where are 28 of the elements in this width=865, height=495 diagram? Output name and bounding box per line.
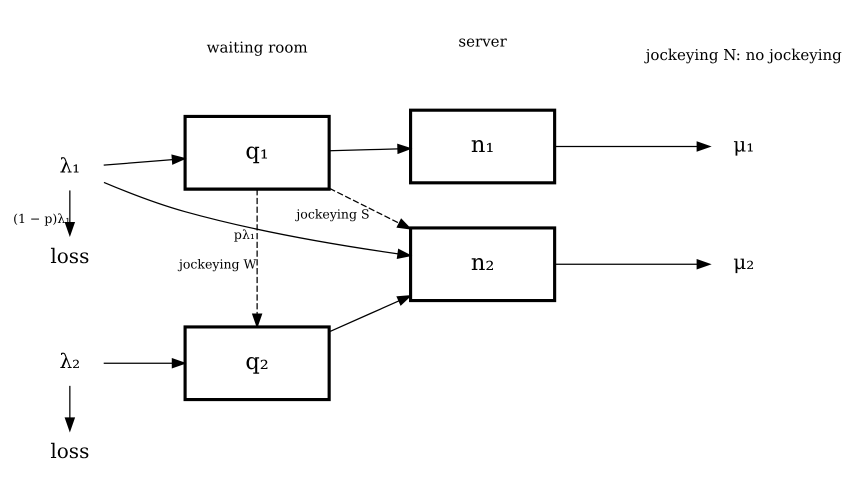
arrow (329, 294, 412, 332)
arrow (104, 357, 187, 368)
node-text: loss (50, 438, 90, 463)
node-text: λ₁ (59, 153, 80, 178)
label: waiting room (206, 38, 308, 56)
node-text: loss (50, 243, 90, 268)
node-text: μ₂ (733, 250, 754, 274)
edge-label: pλ₁ (234, 226, 255, 242)
arrow (64, 385, 76, 432)
node-box: q₁ (184, 114, 331, 190)
arrow (104, 154, 187, 166)
arrow (554, 258, 712, 270)
node-box: n₂ (409, 226, 556, 302)
arrow (252, 188, 262, 328)
node-text: λ₂ (59, 348, 80, 373)
edge-label: (1 − p)λ₁ (13, 210, 70, 226)
node-text: μ₁ (733, 132, 754, 156)
label: jockeying N: no jockeying (646, 46, 842, 64)
node-box: n₁ (409, 108, 556, 184)
arrow (104, 181, 412, 258)
node-box: q₂ (184, 324, 331, 401)
arrow (554, 140, 712, 152)
edge-label: jockeying W (178, 256, 256, 271)
label: server (458, 32, 507, 50)
arrow (329, 187, 412, 230)
arrow (64, 190, 76, 237)
edge-label: jockeying S (296, 206, 370, 222)
arrow (330, 143, 412, 154)
